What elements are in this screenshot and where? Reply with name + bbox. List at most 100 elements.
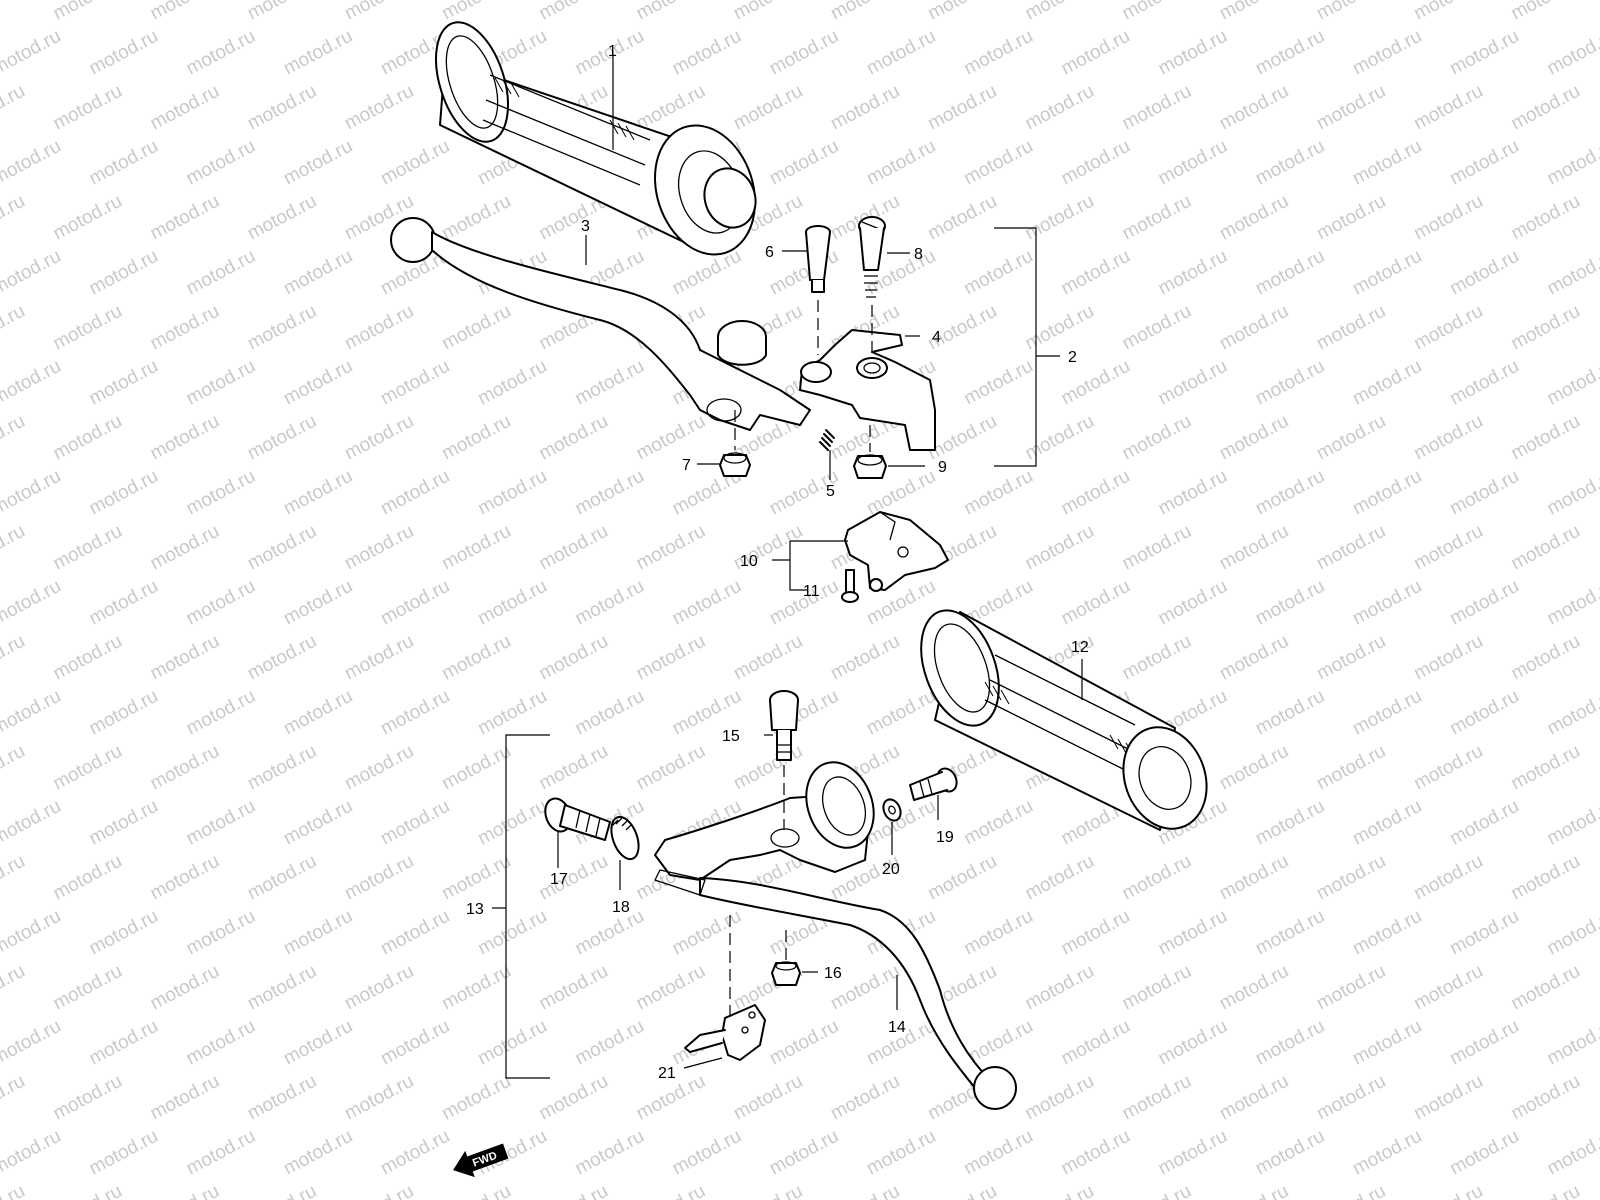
watermark-text: motod.ru [183, 796, 259, 850]
watermark-text: motod.ru [86, 356, 162, 410]
watermark-text: motod.ru [1508, 191, 1584, 245]
callout-5: 5 [826, 483, 835, 500]
watermark-text: motod.ru [0, 1016, 65, 1070]
watermark-text: motod.ru [1252, 1126, 1328, 1180]
watermark-text: motod.ru [438, 1181, 514, 1200]
watermark-text: motod.ru [572, 1016, 648, 1070]
watermark-text: motod.ru [1446, 466, 1522, 520]
watermark-text: motod.ru [924, 191, 1000, 245]
watermark-text: motod.ru [730, 81, 806, 135]
watermark-text: motod.ru [1058, 1016, 1134, 1070]
callout-19: 19 [936, 829, 954, 846]
watermark-text: motod.ru [0, 1071, 29, 1125]
watermark-text: motod.ru [1349, 356, 1425, 410]
watermark-text: motod.ru [1313, 631, 1389, 685]
watermark-text: motod.ru [1508, 521, 1584, 575]
watermark-text: motod.ru [244, 411, 320, 465]
watermark-text: motod.ru [1022, 1071, 1098, 1125]
left-grip [435, 21, 757, 256]
watermark-text: motod.ru [536, 631, 612, 685]
watermark-text: motod.ru [438, 0, 514, 24]
watermark-text: motod.ru [0, 631, 29, 685]
watermark-text: motod.ru [438, 1071, 514, 1125]
watermark-text: motod.ru [1058, 906, 1134, 960]
callout-16: 16 [824, 965, 842, 982]
watermark-text: motod.ru [0, 1181, 29, 1200]
callout-12: 12 [1071, 639, 1089, 656]
watermark-text: motod.ru [0, 521, 29, 575]
watermark-text: motod.ru [280, 466, 356, 520]
watermark-text: motod.ru [341, 81, 417, 135]
watermark-text: motod.ru [341, 301, 417, 355]
watermark-text: motod.ru [1216, 191, 1292, 245]
brake-switch [684, 1004, 766, 1061]
watermark-text: motod.ru [86, 246, 162, 300]
watermark-text: motod.ru [1349, 796, 1425, 850]
watermark-text: motod.ru [244, 0, 320, 24]
watermark-text: motod.ru [1252, 1016, 1328, 1070]
watermark-text: motod.ru [1313, 301, 1389, 355]
watermark-text: motod.ru [474, 466, 550, 520]
watermark-text: motod.ru [1252, 906, 1328, 960]
watermark-text: motod.ru [183, 1126, 259, 1180]
watermark-text: motod.ru [1022, 191, 1098, 245]
watermark-text: motod.ru [1216, 0, 1292, 24]
watermark-text: motod.ru [1252, 246, 1328, 300]
watermark-text: motod.ru [1216, 1181, 1292, 1200]
watermark-text: motod.ru [147, 1071, 223, 1125]
watermark-text: motod.ru [244, 81, 320, 135]
watermark-text: motod.ru [669, 576, 745, 630]
watermark-text: motod.ru [50, 411, 126, 465]
watermark-text: motod.ru [924, 851, 1000, 905]
watermark-text: motod.ru [377, 356, 453, 410]
watermark-text: motod.ru [730, 1071, 806, 1125]
watermark-text: motod.ru [1155, 1016, 1231, 1070]
watermark-text: motod.ru [280, 26, 356, 80]
watermark-text: motod.ru [1252, 26, 1328, 80]
watermark-text: motod.ru [280, 796, 356, 850]
watermark-text: motod.ru [1349, 576, 1425, 630]
watermark-text: motod.ru [960, 26, 1036, 80]
pivot-bolt-6 [805, 225, 831, 293]
spring [819, 429, 835, 451]
watermark-text: motod.ru [1446, 356, 1522, 410]
watermark-text: motod.ru [1216, 1071, 1292, 1125]
watermark-text: motod.ru [1155, 136, 1231, 190]
watermark-text: motod.ru [438, 961, 514, 1015]
watermark-text: motod.ru [1119, 961, 1195, 1015]
watermark-text: motod.ru [147, 301, 223, 355]
watermark-text: motod.ru [1058, 26, 1134, 80]
watermark-text: motod.ru [377, 906, 453, 960]
watermark-text: motod.ru [1349, 136, 1425, 190]
watermark-text: motod.ru [1058, 1126, 1134, 1180]
watermark-text: motod.ru [633, 1181, 709, 1200]
watermark-text: motod.ru [0, 796, 65, 850]
watermark-text: motod.ru [377, 466, 453, 520]
watermark-text: motod.ru [1022, 521, 1098, 575]
watermark-text: motod.ru [960, 796, 1036, 850]
callout-2: 2 [1068, 349, 1077, 366]
watermark-text: motod.ru [1313, 411, 1389, 465]
watermark-text: motod.ru [1410, 301, 1486, 355]
lever-bolt [769, 690, 799, 761]
watermark-text: motod.ru [827, 631, 903, 685]
watermark-text: motod.ru [863, 136, 939, 190]
watermark-text: motod.ru [280, 356, 356, 410]
watermark-text: motod.ru [536, 521, 612, 575]
watermark-text: motod.ru [0, 466, 65, 520]
watermark-text: motod.ru [1216, 631, 1292, 685]
watermark-text: motod.ru [863, 1126, 939, 1180]
watermark-text: motod.ru [0, 26, 65, 80]
watermark-text: motod.ru [1508, 0, 1584, 24]
watermark-text: motod.ru [1022, 411, 1098, 465]
watermark-text: motod.ru [1022, 81, 1098, 135]
watermark-text: motod.ru [474, 906, 550, 960]
callout-11: 11 [803, 583, 820, 600]
watermark-text: motod.ru [341, 411, 417, 465]
watermark-text: motod.ru [86, 1126, 162, 1180]
watermark-text: motod.ru [1216, 741, 1292, 795]
watermark-text: motod.ru [669, 906, 745, 960]
watermark-text: motod.ru [730, 0, 806, 24]
watermark-text: motod.ru [0, 0, 29, 24]
watermark-text: motod.ru [1022, 301, 1098, 355]
